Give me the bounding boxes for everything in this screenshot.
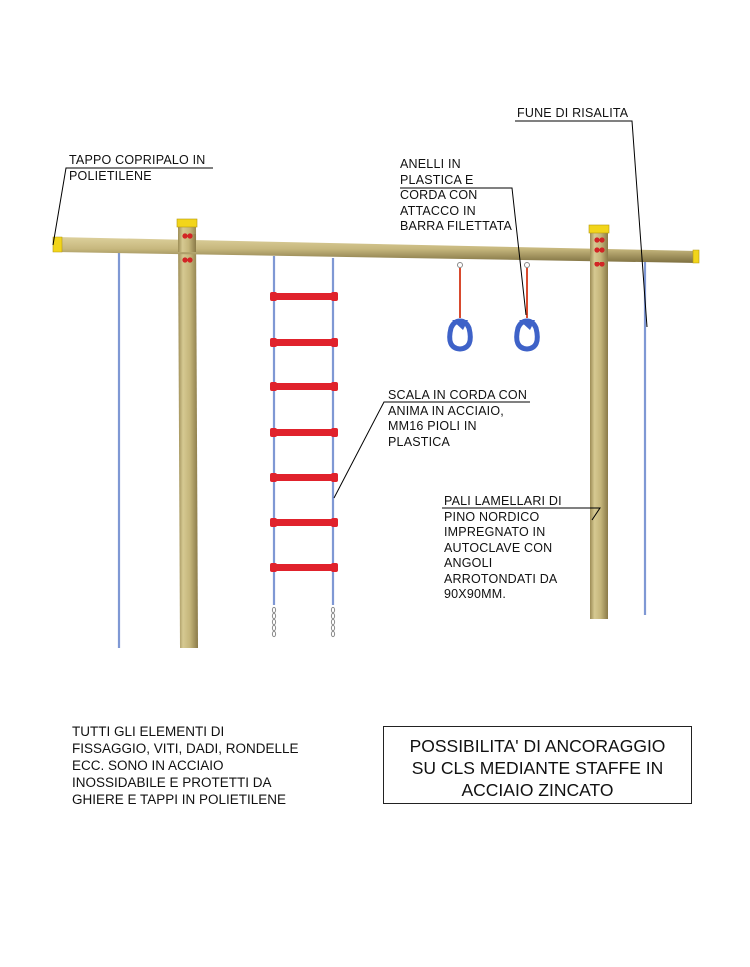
anchoring-note-box: POSSIBILITA' DI ANCORAGGIO SU CLS MEDIAN… xyxy=(383,726,692,804)
post-cap-right xyxy=(588,224,610,234)
leader-lines xyxy=(52,120,648,521)
label-rope-ladder: SCALA IN CORDA CON ANIMA IN ACCIAIO, MM1… xyxy=(388,388,528,449)
top-beam xyxy=(52,236,700,264)
fixing-note: TUTTI GLI ELEMENTI DI FISSAGGIO, VITI, D… xyxy=(72,724,299,807)
label-pole-cap: TAPPO COPRIPALO IN POLIETILENE xyxy=(69,153,206,183)
rope-ladder xyxy=(270,256,338,638)
post-cap-left xyxy=(176,218,198,228)
bolt-icon xyxy=(182,233,605,253)
ladder-rung xyxy=(270,292,338,572)
post-right xyxy=(588,224,610,619)
gym-ring-right xyxy=(514,262,540,352)
gym-ring-left xyxy=(447,262,473,352)
bolt-icon xyxy=(594,237,605,267)
ladder-chain xyxy=(271,606,336,638)
post-left xyxy=(176,218,198,648)
label-rings: ANELLI IN PLASTICA E CORDA CON ATTACCO I… xyxy=(400,157,513,233)
beam-cap-left xyxy=(52,236,63,253)
label-climbing-rope: FUNE DI RISALITA xyxy=(517,106,629,120)
label-posts: PALI LAMELLARI DI PINO NORDICO IMPREGNAT… xyxy=(444,494,562,601)
beam-cap-right xyxy=(692,249,700,264)
